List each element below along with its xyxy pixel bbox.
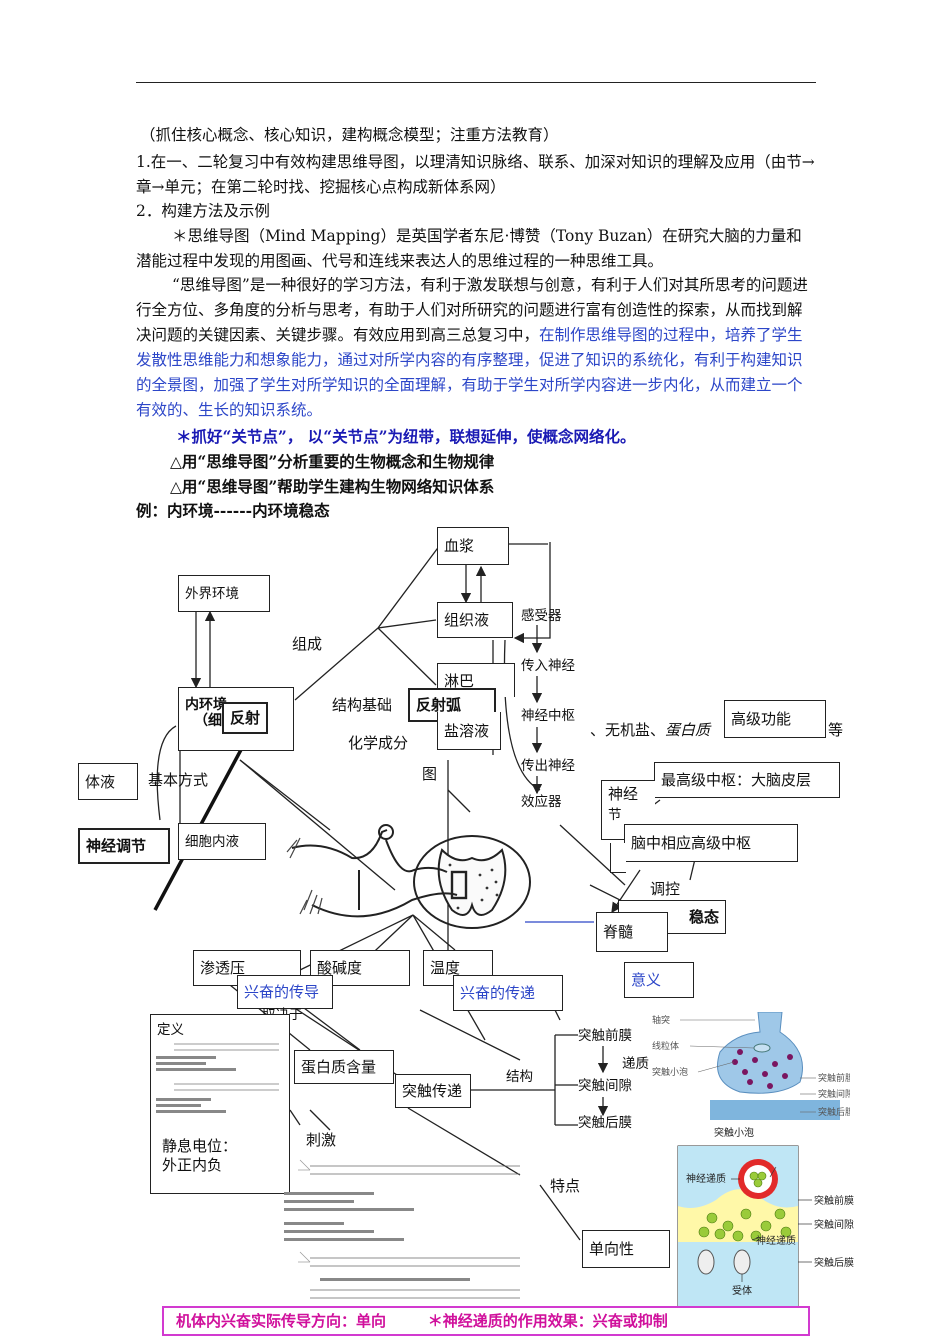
para-1: 1.在一、二轮复习中有效构建思维导图，以理清知识脉络、联系、加深对知识的理解及应… — [136, 153, 815, 196]
one-way-box: 单向性 — [582, 1230, 670, 1268]
ingredients-text: 、无机盐、 — [590, 721, 666, 739]
syn1-label-5: 突触后膜 — [818, 1106, 850, 1118]
conduction-box: 兴奋的传导 — [237, 975, 333, 1009]
para-5: ＊抓好“关节点”， 以“关节点”为纽带，联想延伸，使概念网络化。 — [176, 427, 636, 446]
synapse-diagram-1: 轴突 线粒体 突触小泡 突触前膜 突触间隙 突触后膜 — [652, 1012, 850, 1120]
brain-center-box: 脑中相应高级中枢 — [624, 824, 798, 862]
syn-pre-label: 突触前膜 — [578, 1028, 632, 1044]
syn2-label-5: 突触后膜 — [814, 1256, 854, 1269]
definition-label: 定义 — [157, 1022, 184, 1038]
para-6: △用“思维导图”分析重要的生物概念和生物规律 — [170, 452, 495, 471]
synapse-diagram-2: 突触小泡 神经递质 突触前膜 突触间隙 神经递质 突触后膜 受体 — [677, 1126, 854, 1307]
syn2-label-2: 突触前膜 — [814, 1194, 854, 1207]
para-2: 2．构建方法及示例 — [136, 202, 270, 220]
tissue-fluid-box: 组织液 — [437, 602, 513, 638]
syn2-label-3: 突触间隙 — [814, 1218, 854, 1231]
syn2-label-0: 突触小泡 — [714, 1126, 754, 1139]
plasma-box: 血浆 — [437, 527, 509, 565]
para-4-blue: 在制作思维导图的过程中，培养了学生发散性思维能力和想象能力，通过对所学内容的有序… — [136, 326, 803, 419]
reflex-arc-sketch — [286, 824, 531, 929]
center-label: 神经中枢 — [521, 708, 575, 724]
para-3: ＊思维导图（Mind Mapping）是英国学者东尼·博赞（Tony Buzan… — [136, 227, 802, 270]
meaning-box: 意义 — [624, 962, 694, 998]
syn-post-label: 突触后膜 — [578, 1115, 632, 1131]
body-fluid-box: 体液 — [78, 763, 138, 800]
afferent-label: 传入神经 — [521, 658, 575, 674]
reflex-box: 反射 — [222, 702, 268, 734]
structure-label: 结构 — [506, 1069, 533, 1085]
syn-trans-box: 突触传递 — [395, 1074, 471, 1108]
bottom-note-right: ＊神经递质的作用效果：兴奋或抑制 — [427, 1312, 668, 1330]
neuro-reg-box: 神经调节 — [78, 828, 170, 864]
neuro-part-label: 神经 — [608, 785, 639, 803]
spinal-box: 脊髓 — [596, 912, 668, 952]
receptor-label: 感受器 — [521, 608, 562, 624]
regulate-label: 调控 — [650, 880, 681, 898]
tu-label: 图 — [422, 765, 438, 783]
bottom-note-left: 机体内兴奋实际传导方向：单向 — [176, 1312, 387, 1330]
efferent-label: 传出神经 — [521, 758, 575, 774]
etc-label: 等 — [828, 721, 844, 739]
header-rule — [136, 82, 816, 83]
intro-subtitle: （抓住核心概念、核心知识，建构概念模型；注重方法教育） — [140, 126, 559, 144]
compose-label: 组成 — [292, 635, 323, 653]
para-7: △用“思维导图”帮助学生建构生物网络知识体系 — [170, 477, 495, 496]
para-4: “思维导图”是一种很好的学习方法，有利于激发联想与创意，有利于人们对其所思考的问… — [136, 273, 816, 423]
syn2-label-6: 受体 — [732, 1285, 752, 1297]
syn1-label-4: 突触间隙 — [818, 1088, 850, 1100]
protein-text: 蛋白质 — [665, 721, 711, 739]
jie-label: 节 — [608, 807, 622, 823]
bottom-note-box: 机体内兴奋实际传导方向：单向 ＊神经递质的作用效果：兴奋或抑制 — [162, 1306, 810, 1336]
transmission-box: 兴奋的传递 — [453, 975, 563, 1011]
outer-env-box: 外界环境 — [178, 575, 270, 612]
syn1-label-1: 线粒体 — [652, 1040, 679, 1052]
syn2-label-1: 神经递质 — [686, 1172, 726, 1185]
syn1-label-3: 突触前膜 — [818, 1072, 850, 1084]
feature-label: 特点 — [550, 1177, 581, 1195]
intra-fluid-box: 细胞内液 — [178, 823, 266, 860]
higher-fn-box: 高级功能 — [724, 700, 826, 738]
syn-cleft-label: 突触间隙 — [578, 1078, 632, 1094]
transmitter-label: 递质 — [622, 1056, 649, 1072]
chem-label: 化学成分 — [348, 734, 409, 752]
protein-content-box: 蛋白质含量 — [294, 1050, 394, 1084]
salt-liquid-box: 盐溶液 — [437, 712, 501, 750]
syn1-label-0: 轴突 — [652, 1014, 670, 1026]
effector-label: 效应器 — [521, 794, 562, 810]
stimulus-label: 刺激 — [306, 1131, 337, 1149]
definition-diagram — [156, 1043, 279, 1113]
inner-env-sub: （细 — [194, 713, 222, 729]
para-4-black: “思维导图”是一种很好的学习方法，有利于激发联想与创意，有利于人们对其所思考的问… — [136, 276, 808, 344]
conduction-diagram — [284, 1159, 520, 1299]
neuro-part-box-tail — [610, 843, 626, 873]
syn2-label-4: 神经递质 — [756, 1234, 796, 1247]
struct-basis-label: 结构基础 — [332, 696, 393, 714]
rest-pot-label: 静息电位： 外正内负 — [162, 1137, 238, 1174]
top-center-box: 最高级中枢：大脑皮层 — [654, 762, 840, 798]
ingredients-label: 、无机盐、蛋白质 — [590, 721, 710, 739]
inner-env-label: 内环境 — [185, 697, 227, 713]
syn1-label-2: 突触小泡 — [652, 1066, 688, 1078]
acid-base-box: 酸碱度 — [310, 950, 410, 986]
basic-mode-label: 基本方式 — [148, 771, 209, 789]
para-8: 例：内环境------内环境稳态 — [136, 501, 330, 520]
